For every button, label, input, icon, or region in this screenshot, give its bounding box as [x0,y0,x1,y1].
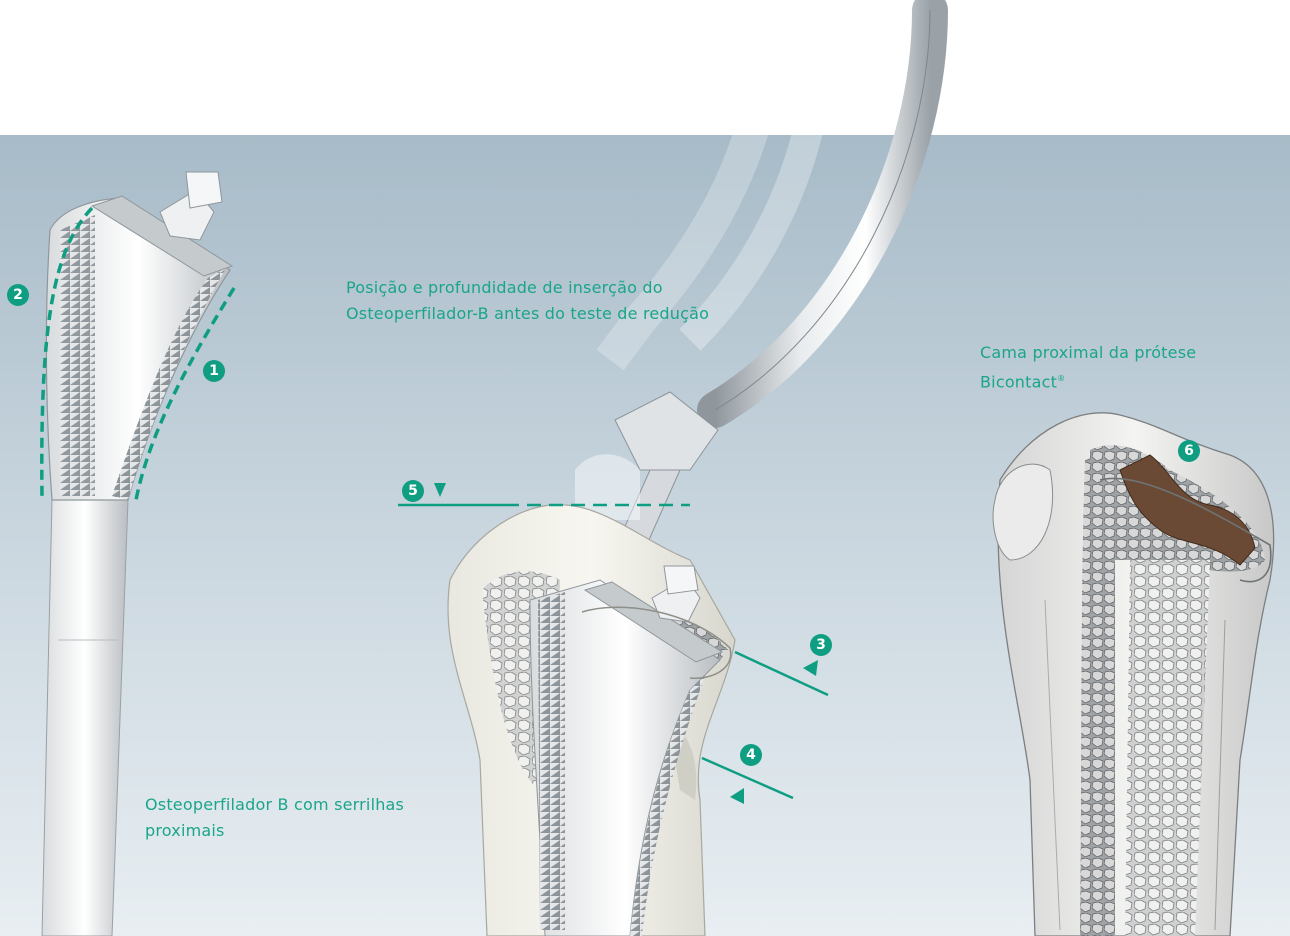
marker-5: 5 [402,480,424,502]
marker-4: 4 [740,744,762,766]
bed-caption: Cama proximal da prótese Bicontact® [980,340,1196,395]
registered-mark: ® [1057,374,1065,383]
bed-caption-line2: Bicontact [980,372,1057,391]
insertion-caption-line2: Osteoperfilador-B antes do teste de redu… [346,301,709,327]
marker-2: 2 [7,284,29,306]
rasp-caption: Osteoperfilador B com serrilhas proximai… [145,792,404,844]
prosthesis-bed-illustration [993,413,1273,936]
rasp-caption-line1: Osteoperfilador B com serrilhas [145,792,404,818]
bed-caption-line1: Cama proximal da prótese [980,340,1196,366]
rasp-caption-line2: proximais [145,818,404,844]
marker-1: 1 [203,360,225,382]
marker-6: 6 [1178,440,1200,462]
marker-3: 3 [810,634,832,656]
insertion-caption: Posição e profundidade de inserção do Os… [346,275,709,327]
insertion-caption-line1: Posição e profundidade de inserção do [346,275,709,301]
